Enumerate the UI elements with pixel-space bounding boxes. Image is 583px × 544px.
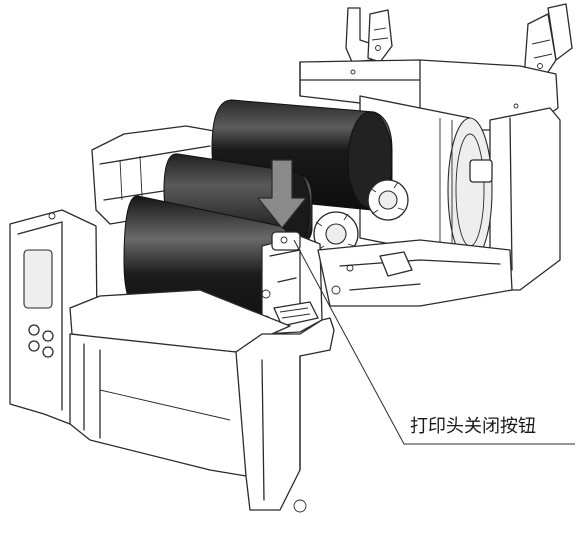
panel-button xyxy=(42,346,54,358)
lid-hinge-left xyxy=(345,7,393,63)
panel-button xyxy=(28,340,40,352)
panel-button xyxy=(28,324,40,336)
panel-button xyxy=(42,330,54,342)
printhead-mechanism xyxy=(261,231,323,335)
callout-label-printhead-close-button: 打印头关闭按钮 xyxy=(410,416,536,437)
ribbon-gear-right xyxy=(367,179,409,221)
media-guide xyxy=(317,239,513,307)
lid-hinge-right xyxy=(523,3,573,85)
display-panel xyxy=(23,249,53,309)
down-arrow-icon xyxy=(257,159,307,229)
callout-leader xyxy=(293,239,575,445)
ribbon-gear-left xyxy=(313,211,359,257)
front-cover xyxy=(69,289,335,513)
